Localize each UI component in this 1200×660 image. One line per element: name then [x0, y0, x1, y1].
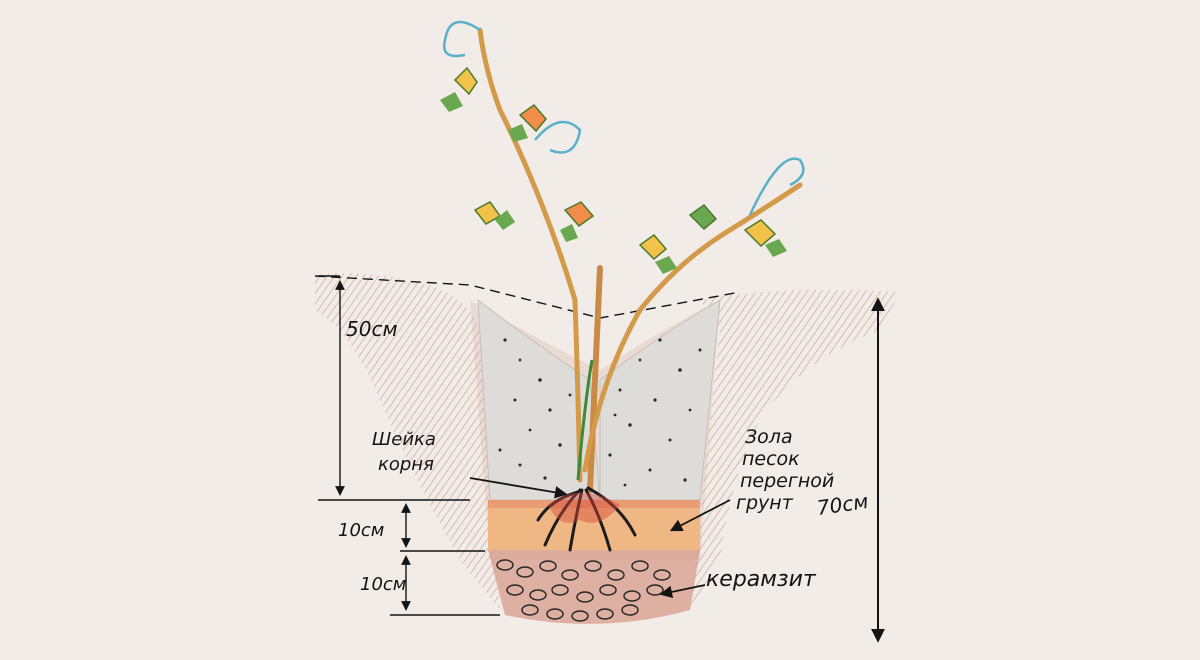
- depth-label-lower: 10см: [360, 574, 406, 595]
- pointer-arrows: [469, 477, 731, 599]
- mix-label-line3: перегной: [740, 470, 834, 492]
- depth-label-upper: 50см: [346, 317, 398, 341]
- leaf-cluster: [508, 103, 547, 142]
- leaf-cluster: [743, 219, 787, 257]
- root-neck-label-line1: Шейка: [372, 429, 436, 450]
- roots: [536, 486, 637, 552]
- support-stake: [587, 265, 603, 493]
- clay-pebbles: [496, 559, 671, 622]
- mix-label-line4: грунт: [736, 492, 794, 514]
- depth-label-middle: 10см: [338, 520, 384, 541]
- soil-particles: [498, 338, 702, 487]
- leaf-cluster: [560, 201, 595, 242]
- leaf-cluster: [638, 233, 677, 274]
- depth-scale-left: [318, 275, 500, 616]
- drainage-label: керамзит: [706, 567, 817, 592]
- depth-label-total: 70см: [815, 489, 869, 520]
- root-neck-label-line2: корня: [378, 454, 434, 475]
- mix-label-line2: песок: [742, 448, 800, 470]
- seedling: [440, 20, 805, 552]
- planting-pit: [477, 298, 721, 624]
- leaf-cluster: [688, 203, 718, 231]
- leaf-cluster: [440, 66, 478, 112]
- mix-label-line1: Зола: [745, 426, 793, 448]
- ground-surface-line: [314, 275, 736, 319]
- leaf-cluster: [473, 201, 515, 230]
